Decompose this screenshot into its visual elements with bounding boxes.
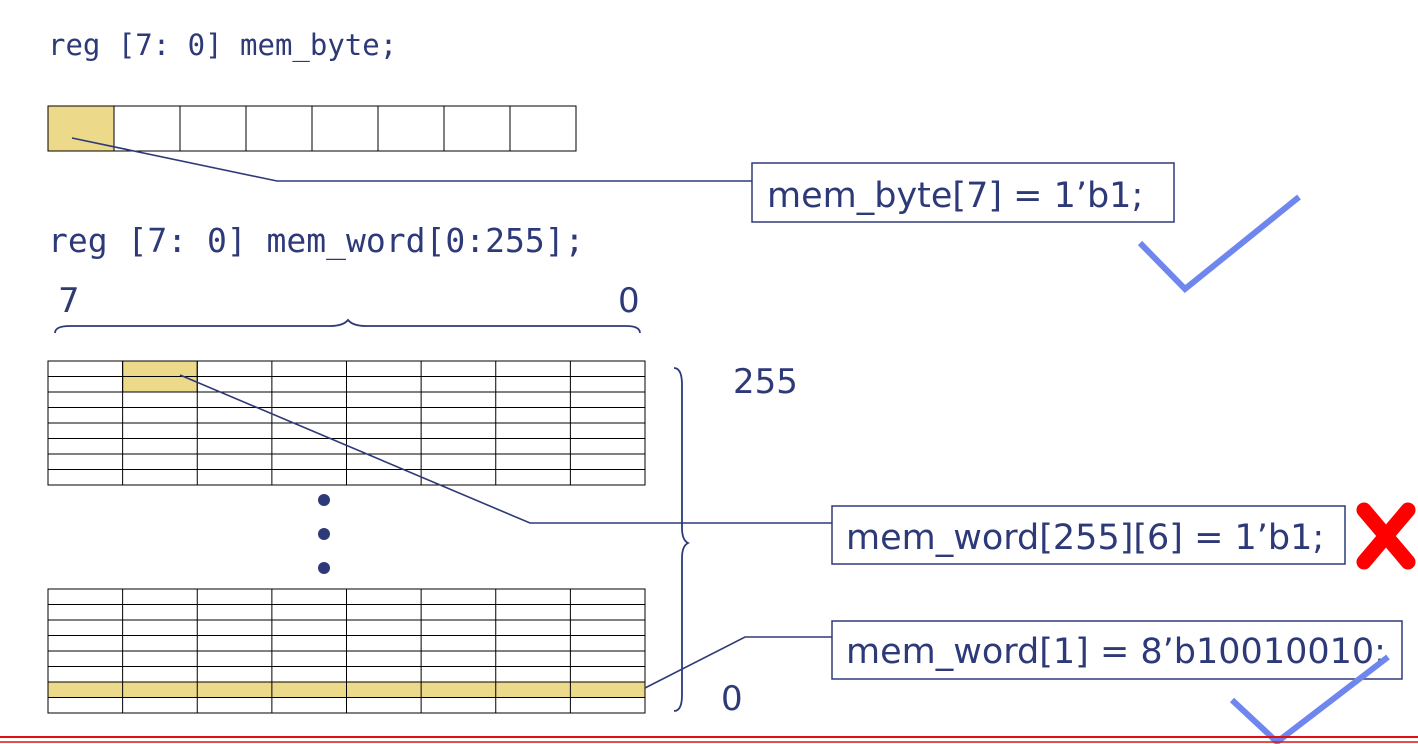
word-array-top-block bbox=[47, 360, 646, 486]
ellipsis-dot bbox=[318, 528, 330, 540]
bit-range-brace bbox=[54, 318, 641, 334]
byte-bit-cell-highlighted bbox=[47, 105, 115, 152]
address-range-brace bbox=[673, 367, 691, 712]
statement-byte: mem_byte[7] = 1’b1; bbox=[767, 176, 1143, 216]
byte-bit-cell bbox=[311, 105, 379, 152]
statement-bit: mem_word[255][6] = 1’b1; bbox=[846, 518, 1324, 558]
byte-register bbox=[47, 105, 577, 152]
byte-bit-cell bbox=[509, 105, 577, 152]
statement-box-byte bbox=[751, 162, 1175, 223]
address-bottom-label: 0 bbox=[721, 679, 743, 719]
ellipsis-dot bbox=[318, 562, 330, 574]
ellipsis-dot bbox=[318, 494, 330, 506]
byte-bit-cell bbox=[113, 105, 181, 152]
leader-line-bit bbox=[179, 374, 832, 524]
leader-line-word bbox=[644, 636, 832, 689]
msb-label: 7 bbox=[58, 281, 80, 321]
word-declaration: reg [7: 0] mem_word[0:255]; bbox=[48, 221, 584, 261]
check-icon bbox=[1137, 194, 1301, 294]
statement-word: mem_word[1] = 8’b10010010; bbox=[846, 632, 1386, 672]
byte-bit-cell bbox=[377, 105, 445, 152]
statement-box-bit bbox=[831, 505, 1346, 565]
byte-bit-cell bbox=[245, 105, 313, 152]
byte-bit-cell bbox=[443, 105, 511, 152]
cross-icon bbox=[1356, 502, 1416, 570]
word-array-bottom-block bbox=[47, 588, 646, 714]
lsb-label: 0 bbox=[618, 281, 640, 321]
address-top-label: 255 bbox=[733, 362, 798, 402]
byte-bit-cell bbox=[179, 105, 247, 152]
leader-line-byte bbox=[71, 137, 752, 182]
statement-box-word bbox=[831, 620, 1403, 680]
byte-declaration: reg [7: 0] mem_byte; bbox=[48, 28, 397, 63]
